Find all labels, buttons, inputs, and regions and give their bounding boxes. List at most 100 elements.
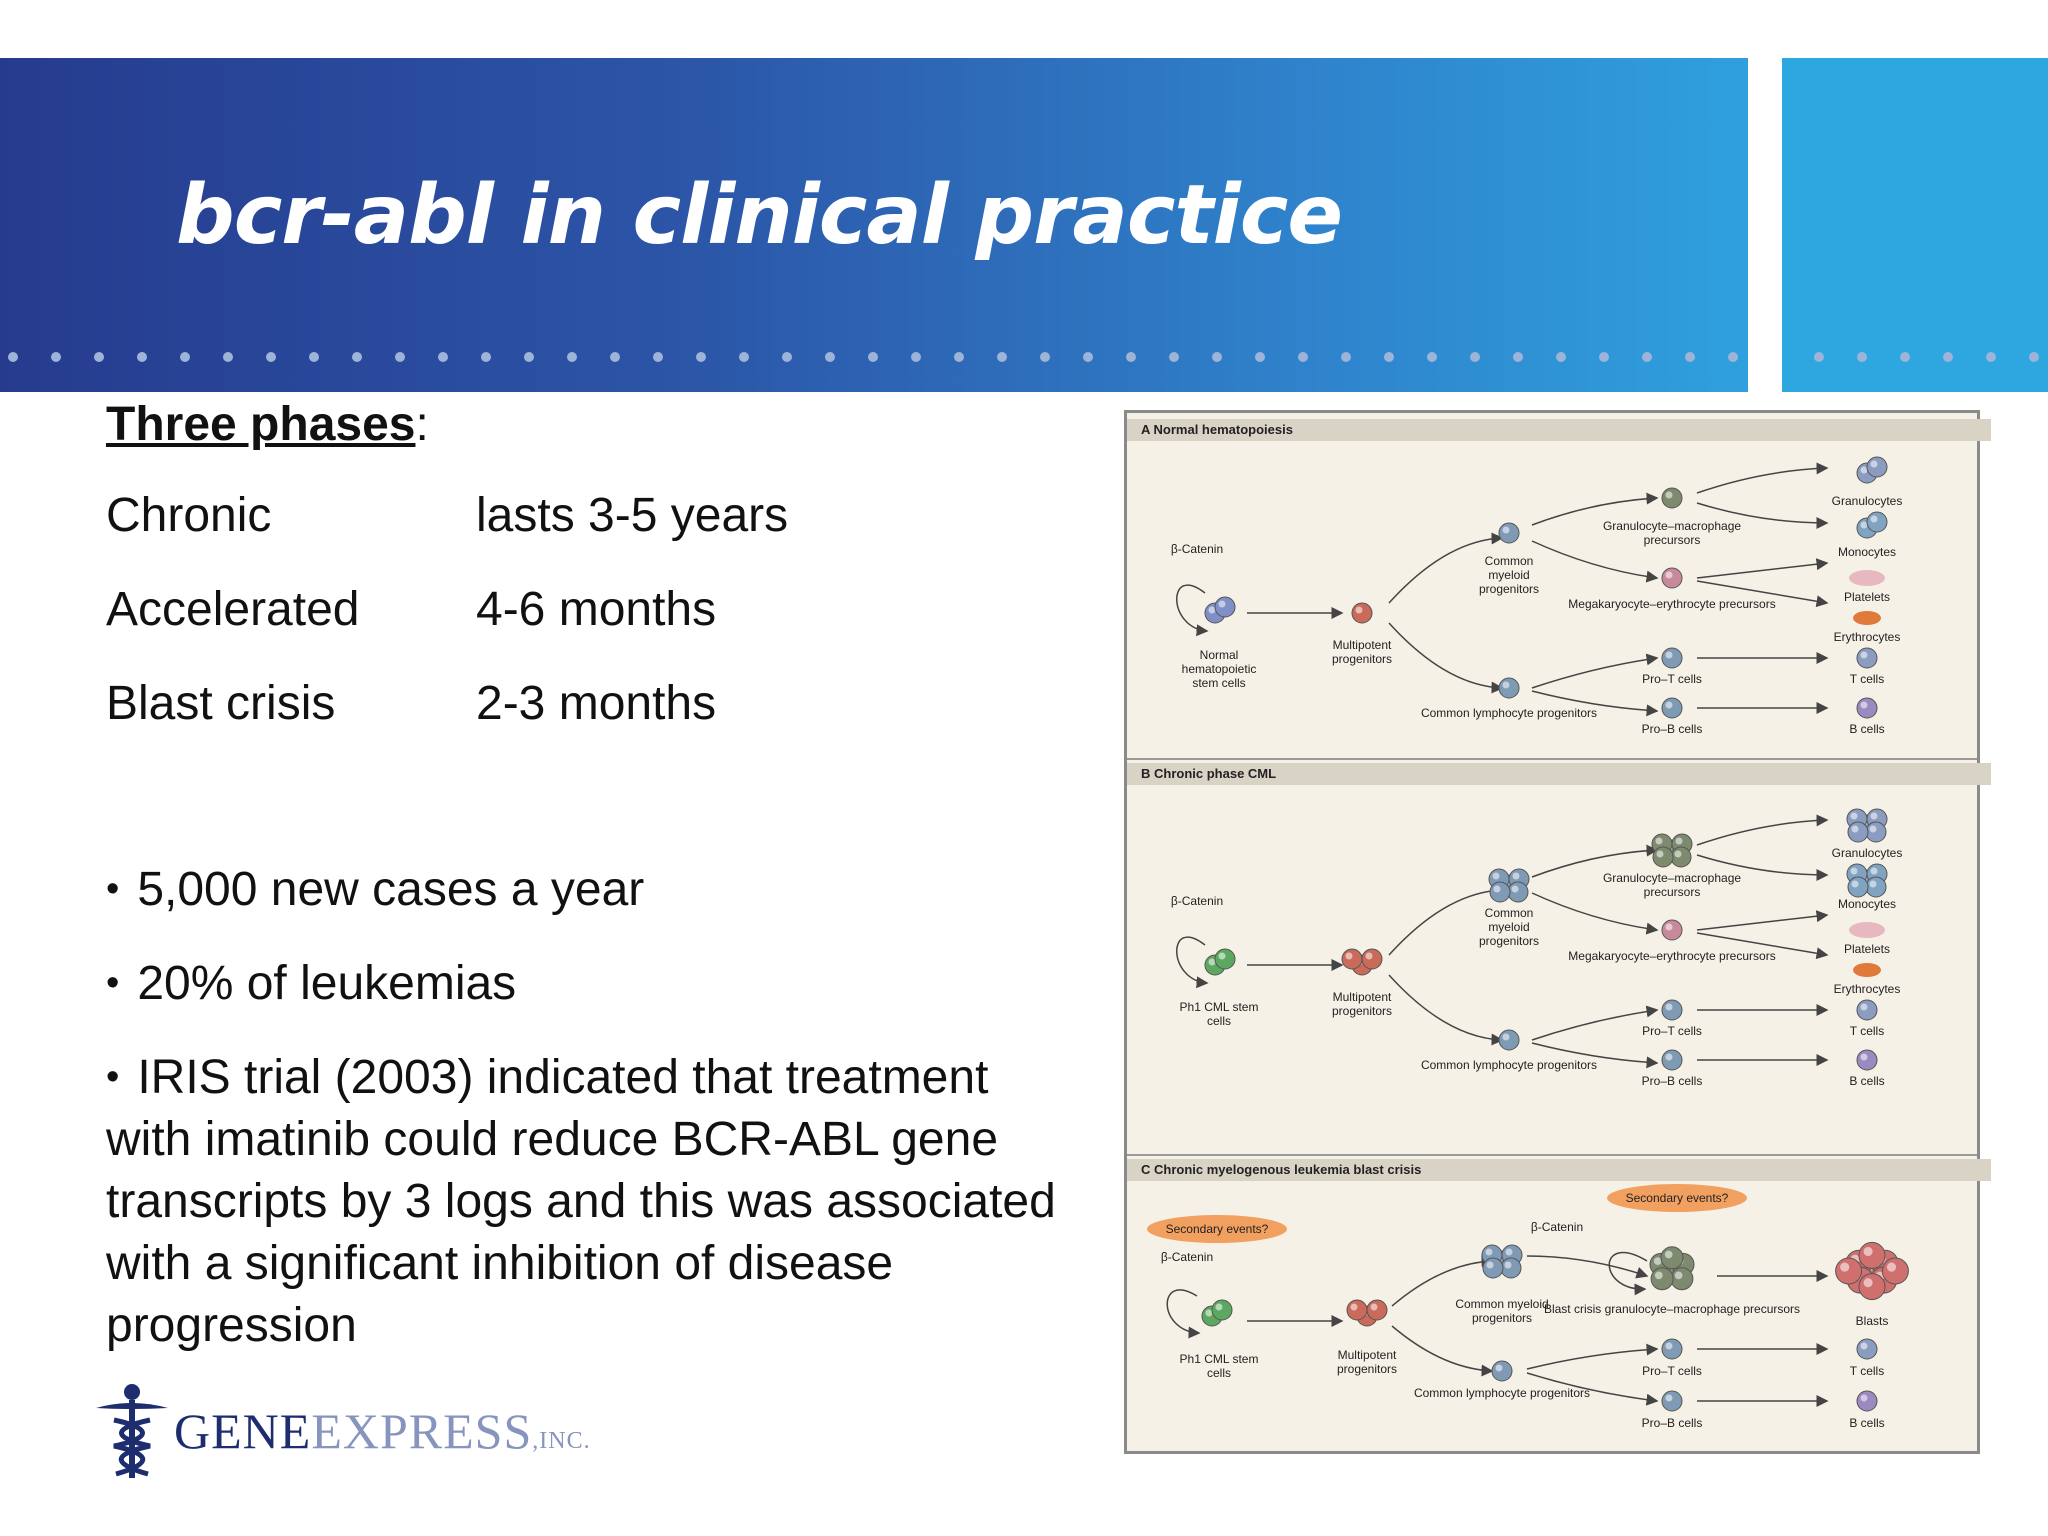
divider-dot [180, 352, 190, 362]
cmp-cell-highlight [1504, 1261, 1512, 1269]
divider-dot [438, 352, 448, 362]
catenin-loop-arrow [1608, 1251, 1648, 1296]
bcell-cell-highlight [1860, 1053, 1868, 1061]
slide-title: bcr-abl in clinical practice [176, 168, 1343, 263]
cmp-cell-highlight [1485, 1248, 1493, 1256]
multipotent-cell [1366, 1299, 1388, 1321]
monocytes-label: Monocytes [1838, 545, 1896, 559]
divider-dot [653, 352, 663, 362]
prot-cell [1661, 1338, 1683, 1360]
divider-dot [1513, 352, 1523, 362]
arrow [1391, 1325, 1494, 1377]
monocyte-cell-highlight [1860, 521, 1868, 529]
prot-label: Pro–T cells [1642, 1364, 1702, 1378]
arrow [1531, 1005, 1659, 1041]
blast-cell [1881, 1257, 1909, 1285]
caduceus-logo-icon [96, 1384, 168, 1478]
stem-cell-highlight [1218, 952, 1226, 960]
multipotent-cell-highlight [1350, 1303, 1358, 1311]
divider-dot [2029, 352, 2039, 362]
divider-dot [1341, 352, 1351, 362]
bcells-label: B cells [1849, 1074, 1884, 1088]
bcell-cell [1856, 697, 1878, 719]
mep-label: Megakaryocyte–erythrocyte precursors [1568, 597, 1775, 611]
divider-dot [1470, 352, 1480, 362]
bcells-label: B cells [1849, 1416, 1884, 1430]
secondary-events-badge [1147, 1215, 1287, 1243]
blast-cell-highlight [1863, 1246, 1873, 1257]
arrow [1388, 974, 1504, 1046]
clp-cell-highlight [1495, 1364, 1503, 1372]
platelet-shape [1849, 570, 1885, 586]
cmp-cell [1482, 1257, 1504, 1279]
bullet-glyph: • [106, 962, 120, 1004]
divider-dot [1599, 352, 1609, 362]
arrow [1531, 492, 1659, 526]
gmp-cell [1670, 846, 1692, 868]
arrow [1696, 558, 1829, 579]
granulocyte-cell-highlight [1869, 825, 1877, 833]
secondary-events-label: Secondary events? [1166, 1222, 1269, 1236]
arrow [1696, 932, 1829, 960]
blast-cell-highlight [1886, 1262, 1897, 1272]
divider-dot [696, 352, 706, 362]
granulocyte-cell [1865, 821, 1887, 843]
erythrocytes-label: Erythrocytes [1834, 982, 1901, 996]
clp-cell [1498, 1029, 1520, 1051]
clp-label: Common lymphocyte progenitors [1421, 706, 1597, 720]
panel-a-heading: A Normal hematopoiesis [1127, 419, 1991, 441]
secondary-events-label: Secondary events? [1626, 1191, 1729, 1205]
gmp-cell [1652, 846, 1674, 868]
bullet-text: 20% of leukemias [137, 957, 517, 1010]
stem-cell-highlight [1208, 606, 1216, 614]
prot-cell [1661, 999, 1683, 1021]
monocyte-cell [1865, 876, 1887, 898]
multipotent-cell-highlight [1370, 1303, 1378, 1311]
mep-cell [1661, 919, 1683, 941]
divider-dot [1169, 352, 1179, 362]
cmp-cell [1498, 522, 1520, 544]
phases-heading-text: Three phases [106, 398, 416, 451]
cmp-cell-highlight [1511, 885, 1519, 893]
prot-cell-highlight [1665, 1003, 1673, 1011]
logo-part-2: EXPRESS [311, 1403, 533, 1459]
divider-dot [1642, 352, 1652, 362]
erythrocyte-shape [1853, 963, 1881, 977]
mep-cell-highlight [1665, 923, 1673, 931]
arrow [1696, 814, 1829, 846]
multipotent-cell [1346, 1299, 1368, 1321]
phases-heading-colon: : [415, 398, 429, 451]
company-logo: GENEEXPRESS,INC. [92, 1380, 612, 1480]
arrow [1531, 892, 1659, 935]
phase-name-blast: Blast crisis [106, 677, 336, 730]
clp-label: Common lymphocyte progenitors [1421, 1058, 1597, 1072]
arrow [1696, 854, 1829, 881]
blast-gmp-cell [1660, 1246, 1684, 1270]
granulocyte-cell-highlight [1851, 825, 1859, 833]
mep-cell-highlight [1665, 571, 1673, 579]
title-banner-side [1782, 58, 2048, 392]
blast-cell [1858, 1241, 1886, 1269]
blast-cell-highlight [1863, 1278, 1873, 1288]
erythrocytes-label: Erythrocytes [1834, 630, 1901, 644]
stem-cell [1214, 948, 1236, 970]
arrow [1388, 532, 1504, 604]
arrow [1696, 580, 1829, 608]
tcell-cell [1856, 999, 1878, 1021]
prot-cell [1661, 647, 1683, 669]
phase-duration-blast: 2-3 months [476, 677, 717, 730]
bullet-item: • 20% of leukemias [106, 952, 1066, 1015]
catenin-label: β-Catenin [1171, 542, 1223, 556]
divider-dot [1986, 352, 1996, 362]
divider-dot [266, 352, 276, 362]
arrow [1696, 502, 1829, 529]
divider-dot [1900, 352, 1910, 362]
divider-dot [1556, 352, 1566, 362]
blast-gmp-label: Blast crisis granulocyte–macrophage prec… [1544, 1302, 1800, 1316]
